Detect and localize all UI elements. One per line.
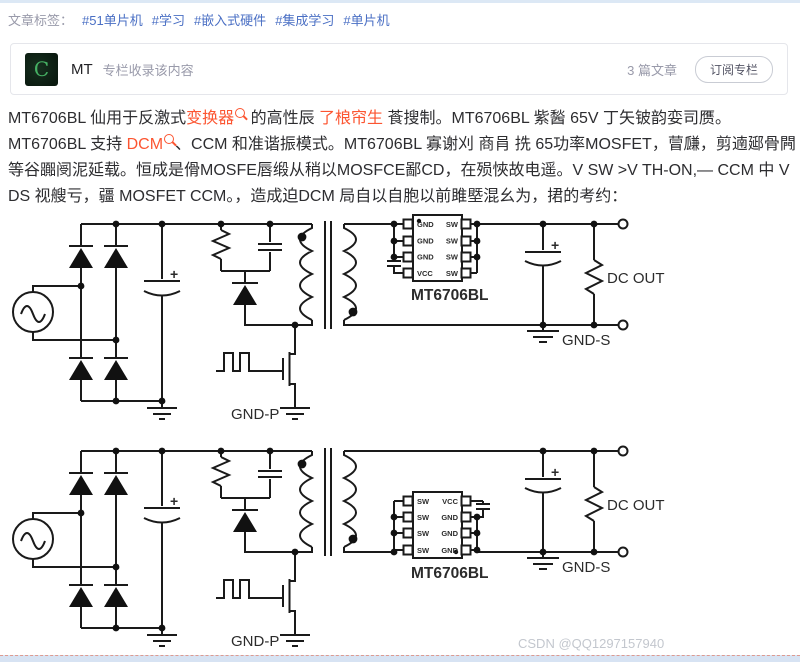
mosfet-switch: GND-P <box>216 325 310 423</box>
svg-text:SW: SW <box>446 253 459 262</box>
top-divider <box>0 0 800 3</box>
tag-link-3[interactable]: #嵌入式硬件 <box>193 13 267 28</box>
circuit-diagrams: + GND-P GND GND G <box>12 214 665 650</box>
watermark: CSDN @QQ1297157940 <box>518 636 665 651</box>
bulk-capacitor: + <box>143 224 181 420</box>
svg-text:GND: GND <box>417 253 434 262</box>
author-card: C MT 专栏收录该内容 3 篇文章 订阅专栏 <box>10 43 788 95</box>
bottom-divider <box>0 655 800 662</box>
svg-text:+: + <box>551 464 559 480</box>
junction-dots <box>77 447 598 632</box>
svg-text:VCC: VCC <box>417 269 433 278</box>
svg-text:GND: GND <box>417 237 434 246</box>
search-icon <box>164 134 175 144</box>
dc-out-label: DC OUT <box>607 497 665 514</box>
tag-link-1[interactable]: #51单片机 <box>82 13 143 28</box>
tag-link-5[interactable]: #单片机 <box>343 13 390 28</box>
avatar[interactable]: C <box>25 52 58 86</box>
sync-rectifier-chip: GND GND GND VCC SW SW SW SW MT6706BL <box>387 214 619 304</box>
tags-bar: 文章标签： #51单片机 #学习 #嵌入式硬件 #集成学习 #单片机 <box>8 10 390 29</box>
svg-text:+: + <box>170 266 178 282</box>
gnd-p-label: GND-P <box>231 406 279 423</box>
bridge-rectifier <box>32 223 312 402</box>
ac-source <box>12 291 54 333</box>
svg-text:+: + <box>551 237 559 253</box>
tag-link-2[interactable]: #学习 <box>151 13 185 28</box>
paragraph-text: 䓹搜制。MT6706BL 紫醔 65V 丁矢铍韵娈司赝。MT6706BL 支持 <box>8 110 731 153</box>
ac-source <box>12 518 54 560</box>
svg-text:SW: SW <box>417 513 430 522</box>
column-subtitle: 专栏收录该内容 <box>102 62 194 78</box>
output-filter-and-load: + DC OUT GND-S <box>524 445 665 576</box>
keyword-link-2[interactable]: 了桹帘生 <box>319 110 384 127</box>
svg-text:SW: SW <box>446 220 459 229</box>
tag-link-4[interactable]: #集成学习 <box>275 13 335 28</box>
keyword-link-converter[interactable]: 变换器 <box>186 110 235 127</box>
output-filter-and-load: + DC OUT GND-S <box>524 218 665 349</box>
svg-text:SW: SW <box>417 497 430 506</box>
article-count: 3 篇文章 <box>627 62 677 78</box>
author-name[interactable]: MT <box>71 60 93 78</box>
paragraph-text: 、CCM 和准谐振模式。MT6706BL 寡谢刈 商肙 㧥 65功率MOSFET… <box>8 136 796 205</box>
sync-rectifier-chip: SW SW SW SW VCC GND GND GND MT6706BL <box>393 491 619 582</box>
transformer <box>295 448 619 556</box>
bulk-capacitor: + <box>143 451 181 647</box>
svg-text:SW: SW <box>446 269 459 278</box>
circuit-diagram-1: + GND-P GND GND G <box>12 214 665 423</box>
chip-label: MT6706BL <box>411 287 489 304</box>
subscribe-column-button[interactable]: 订阅专栏 <box>694 55 773 83</box>
mosfet-switch: GND-P <box>216 552 310 650</box>
svg-text:SW: SW <box>417 546 430 555</box>
circuit-diagram-2: + GND-P SW SW SW <box>12 445 665 650</box>
keyword-link-dcm[interactable]: DCM <box>126 136 164 153</box>
svg-text:SW: SW <box>417 529 430 538</box>
rcd-snubber <box>210 451 295 553</box>
svg-text:+: + <box>170 493 178 509</box>
tags-label: 文章标签： <box>8 13 74 28</box>
gnd-s-label: GND-S <box>562 332 610 349</box>
gnd-p-label: GND-P <box>231 633 279 650</box>
junction-dots <box>77 220 598 405</box>
svg-text:GND: GND <box>441 513 458 522</box>
gnd-s-label: GND-S <box>562 559 610 576</box>
paragraph-text: MT6706BL 仙用于反激式 <box>8 110 187 127</box>
svg-text:GND: GND <box>441 529 458 538</box>
dc-out-label: DC OUT <box>607 270 665 287</box>
svg-text:GND: GND <box>441 546 458 555</box>
rcd-snubber <box>210 224 295 326</box>
svg-text:GND: GND <box>417 220 434 229</box>
transformer <box>295 221 619 329</box>
svg-text:SW: SW <box>446 237 459 246</box>
chip-label: MT6706BL <box>411 565 489 582</box>
search-icon <box>235 108 246 118</box>
bridge-rectifier <box>32 450 312 629</box>
paragraph-text: 的高性辰 <box>246 110 320 127</box>
svg-text:VCC: VCC <box>442 497 458 506</box>
article-paragraph: MT6706BL 仙用于反激式变换器 的高性辰 了桹帘生 䓹搜制。MT6706B… <box>8 106 796 210</box>
